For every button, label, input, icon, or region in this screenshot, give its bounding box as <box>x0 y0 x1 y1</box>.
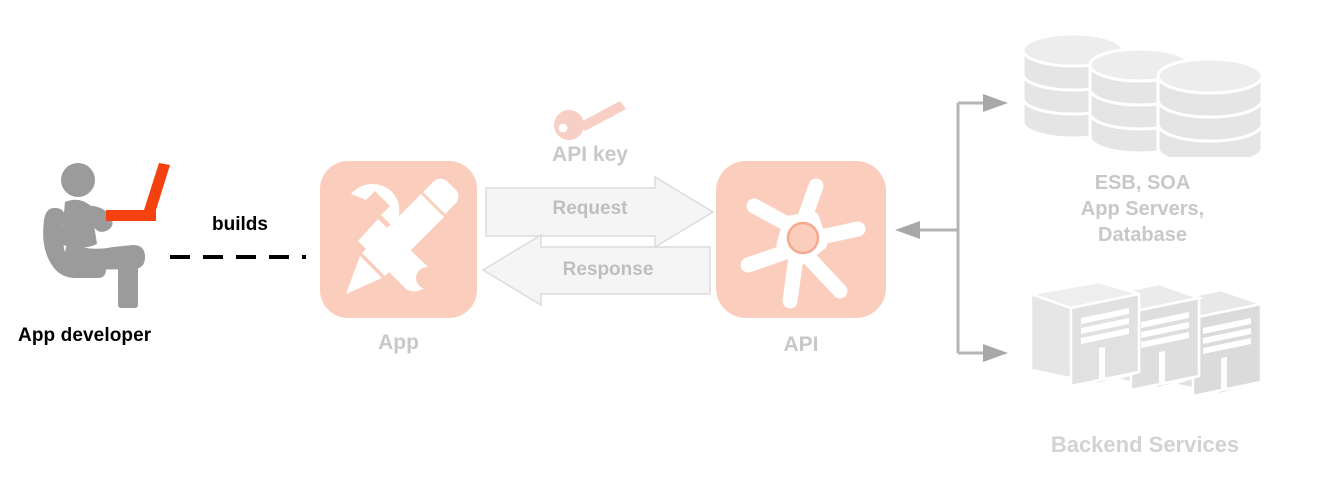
builds-dashed-line <box>168 247 308 259</box>
api-node-label: API <box>783 333 819 356</box>
database-stack-icon <box>1018 32 1268 167</box>
response-arrow-icon <box>481 233 711 307</box>
backend-connector-lines <box>890 90 1020 365</box>
request-label: Request <box>552 198 628 219</box>
backend-esb-label: ESB, SOA App Servers, Database <box>1010 170 1275 248</box>
app-node-label: App <box>378 331 419 354</box>
app-developer-icon <box>40 160 180 310</box>
app-developer-label: App developer <box>18 325 152 346</box>
key-icon <box>552 96 632 142</box>
api-hub-star-icon <box>716 161 886 318</box>
wrench-and-pencil-icon <box>320 161 477 318</box>
request-arrow-icon <box>485 175 715 249</box>
backend-esb-label-line-3: Database <box>1098 224 1187 246</box>
builds-relation-label: builds <box>212 214 268 235</box>
backend-esb-label-line-1: ESB, SOA <box>1094 172 1191 194</box>
backend-esb-label-line-2: App Servers, <box>1080 198 1205 220</box>
api-key-label: API key <box>552 143 628 166</box>
response-label: Response <box>562 259 654 280</box>
server-rack-icon <box>1025 280 1266 402</box>
backend-services-label: Backend Services <box>1050 432 1240 457</box>
